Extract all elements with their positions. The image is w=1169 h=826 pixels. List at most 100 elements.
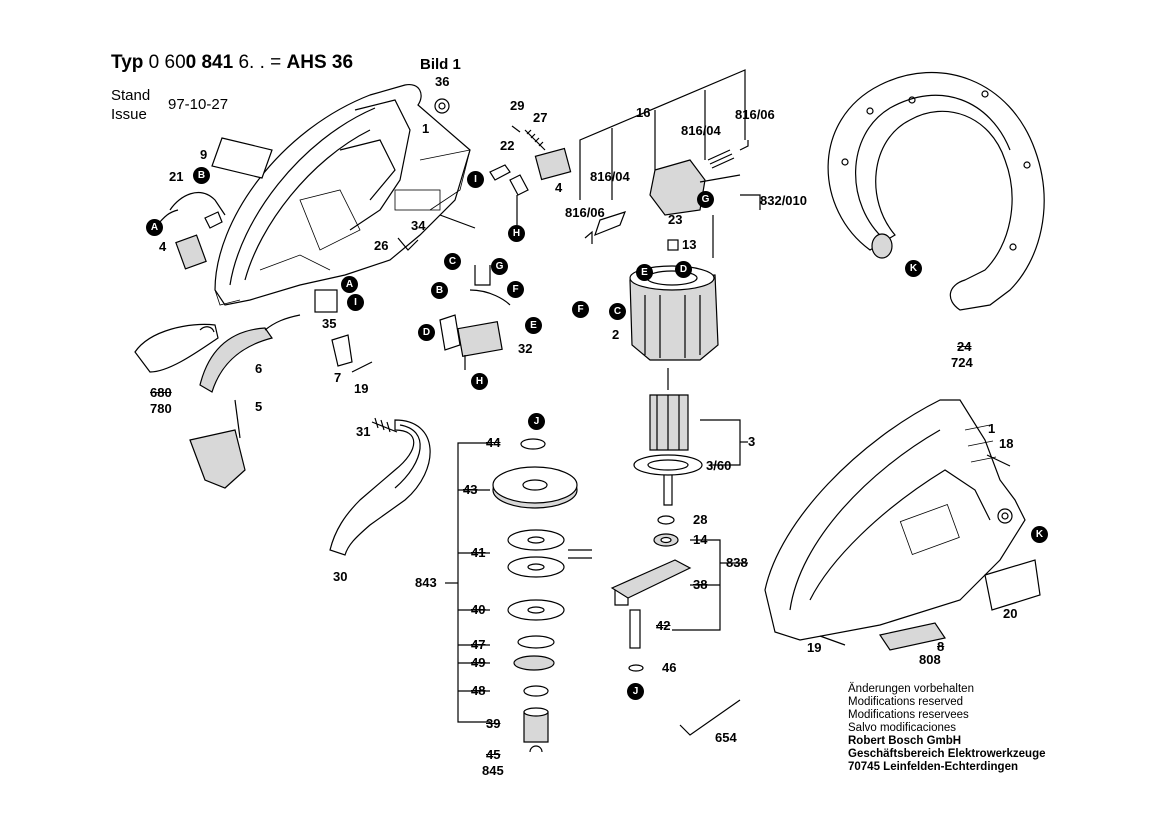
part-label: 13	[682, 237, 697, 252]
part-label: 4	[159, 239, 167, 254]
gear-stack	[492, 438, 592, 753]
type-designation: Typ 0 600 841 6. . = AHS 36	[111, 52, 353, 74]
part-label: 22	[500, 138, 515, 153]
reference-marker: C	[609, 303, 626, 320]
washer-36	[434, 98, 450, 114]
typ-prefix: Typ	[111, 52, 144, 73]
part-label-obsolete: 24	[957, 339, 972, 354]
part-label-obsolete: 680	[150, 385, 172, 400]
reference-marker: H	[471, 373, 488, 390]
reference-marker: B	[193, 167, 210, 184]
cable-21	[169, 192, 226, 216]
part-label: 20	[1003, 606, 1018, 621]
typ-number-c: 6. . =	[233, 52, 287, 73]
part-label: 27	[533, 110, 548, 125]
stand-issue-label: Stand Issue	[111, 86, 150, 124]
part-label: 19	[354, 381, 369, 396]
part-label: 23	[668, 212, 683, 227]
clip-7	[331, 334, 353, 367]
part-label: 3	[748, 434, 756, 449]
part-label: 808	[919, 652, 941, 667]
reference-marker: D	[418, 324, 435, 341]
part-label-obsolete: 45	[486, 747, 501, 762]
part-label: 21	[169, 169, 184, 184]
part-label-obsolete: 41	[471, 545, 486, 560]
label-plate-20	[984, 559, 1041, 611]
note-line: Modifications reserved	[848, 696, 964, 708]
part-label-obsolete: 39	[486, 716, 501, 731]
washer-28	[657, 515, 675, 525]
part-label: 35	[322, 316, 337, 331]
reference-marker: F	[572, 301, 589, 318]
group-bracket-16	[579, 69, 746, 200]
part-label: 16	[636, 105, 651, 120]
allen-key-654	[679, 699, 741, 736]
note-line: Modifications reservees	[848, 709, 969, 721]
part-label-obsolete: 38	[693, 577, 708, 592]
cord-grip-780	[134, 323, 219, 373]
screw-18	[986, 454, 1011, 467]
reference-marker: F	[507, 281, 524, 298]
reference-marker: I	[467, 171, 484, 188]
switch-4	[534, 147, 572, 181]
reference-marker: J	[528, 413, 545, 430]
reference-marker: E	[636, 264, 653, 281]
part-label: 3/60	[706, 458, 732, 473]
pin-42	[629, 609, 641, 649]
reference-marker: D	[675, 261, 692, 278]
part-label: 34	[411, 218, 426, 233]
reference-marker: A	[146, 219, 163, 236]
part-label-obsolete: 47	[471, 637, 486, 652]
screw-19	[351, 361, 373, 373]
armature-3	[633, 368, 703, 506]
reference-marker: H	[508, 225, 525, 242]
part-label: 843	[415, 575, 437, 590]
part-label-obsolete: 48	[471, 683, 486, 698]
screw-29	[511, 125, 521, 133]
reference-marker: K	[1031, 526, 1048, 543]
reference-marker: B	[431, 282, 448, 299]
part-label: 838	[726, 555, 748, 570]
part-label: 1	[988, 421, 996, 436]
label-plate-808	[879, 622, 946, 651]
spring-31	[371, 417, 398, 433]
part-label: 816/04	[681, 123, 721, 138]
brush-holder-32	[439, 265, 511, 370]
reference-marker: G	[697, 191, 714, 208]
capacitor-4	[175, 234, 207, 270]
reference-marker: J	[627, 683, 644, 700]
part-label-obsolete: 8	[937, 639, 945, 654]
notes-block: Änderungen vorbehalten Modifications res…	[848, 683, 1046, 774]
part-label: 2	[612, 327, 620, 342]
part-label: 654	[715, 730, 737, 745]
screw-19b	[819, 635, 846, 646]
front-handle-24	[827, 71, 1045, 311]
reference-marker: A	[341, 276, 358, 293]
typ-number-a: 0 60	[148, 52, 186, 73]
company-name: Robert Bosch GmbH	[848, 735, 962, 747]
part-label: 30	[333, 569, 348, 584]
part-label: 4	[555, 180, 563, 195]
part-label: 28	[693, 512, 708, 527]
model-name: AHS 36	[286, 52, 354, 73]
clamp-35	[314, 289, 338, 313]
reference-marker: G	[491, 258, 508, 275]
part-label: 724	[951, 355, 973, 370]
part-label: 32	[518, 341, 533, 356]
typ-number-b: 0 841	[185, 52, 234, 73]
part-label: 29	[510, 98, 525, 113]
part-label: 18	[999, 436, 1014, 451]
stand-label: Stand	[111, 87, 151, 104]
part-label: 816/06	[735, 107, 775, 122]
part-label: 9	[200, 147, 208, 162]
part-label: 1	[422, 121, 430, 136]
part-label: 19	[807, 640, 822, 655]
spring-27	[524, 129, 546, 151]
reference-marker: C	[444, 253, 461, 270]
reference-marker: I	[347, 294, 364, 311]
label-plate-9	[211, 137, 273, 179]
note-line: Änderungen vorbehalten	[848, 683, 974, 695]
bracket-26	[397, 237, 419, 251]
part-label: 7	[334, 370, 342, 385]
reference-marker: E	[525, 317, 542, 334]
